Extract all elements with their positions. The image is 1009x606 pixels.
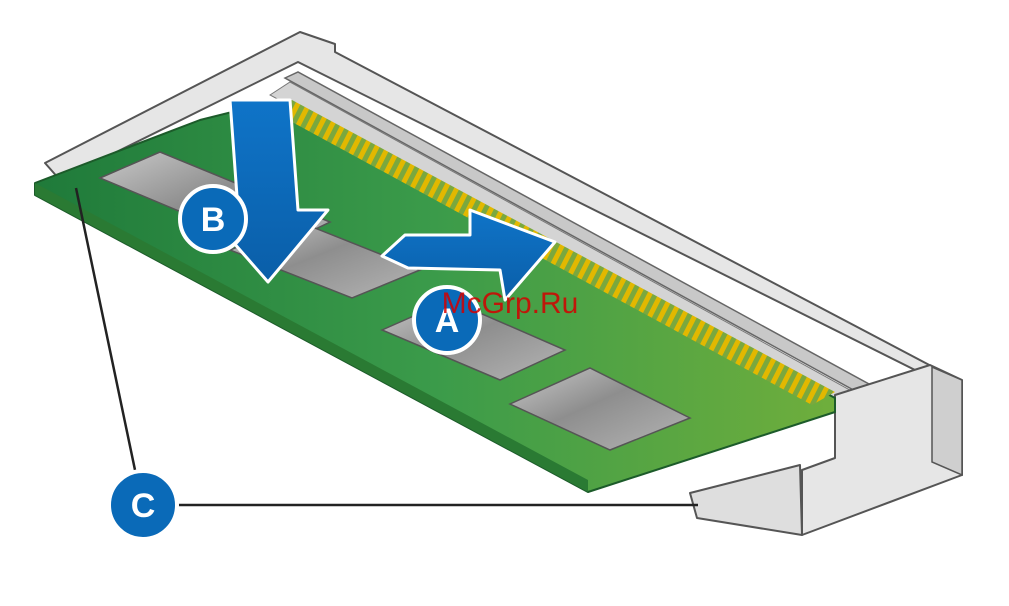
callout-label-b: B [201,201,226,239]
socket-latch-face [932,367,962,475]
callout-badge-b: B [180,186,246,252]
callout-badge-c: C [109,471,177,539]
socket-latch-arm [690,465,802,535]
callout-label-c: C [131,487,156,525]
watermark-text: McGrp.Ru [442,287,579,320]
